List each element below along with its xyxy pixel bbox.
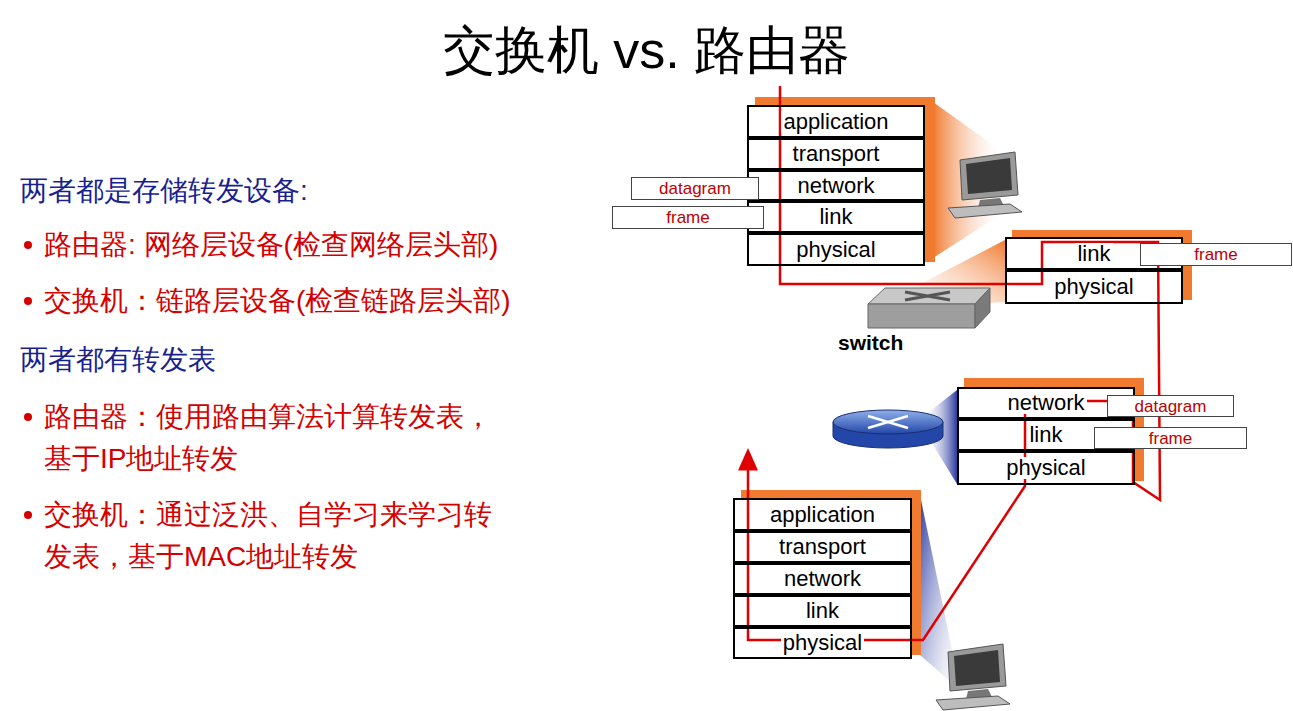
protocol-layer-box: transport bbox=[747, 138, 925, 170]
pdu-name: frame bbox=[1194, 246, 1237, 263]
data-path bbox=[748, 86, 1160, 640]
layer-name: application bbox=[768, 504, 877, 526]
layer-fill bbox=[747, 233, 925, 266]
layer-name: link bbox=[1075, 243, 1112, 265]
layer-fill bbox=[747, 201, 925, 233]
layer-fill bbox=[747, 138, 925, 170]
layer-name: physical bbox=[781, 632, 864, 654]
bullet-text: 交换机：通过泛洪、自学习来学习转 发表，基于MAC地址转发 bbox=[44, 494, 514, 578]
bullet-text: 交换机：链路层设备(检查链路层头部) bbox=[44, 280, 604, 322]
protocol-layer-box: physical bbox=[747, 233, 925, 266]
layer-name: physical bbox=[1004, 457, 1087, 479]
bullet-text: 路由器: 网络层设备(检查网络层头部) bbox=[44, 224, 604, 266]
layer-fill bbox=[957, 451, 1135, 485]
layer-name: link bbox=[1027, 424, 1064, 446]
protocol-layer-box: network bbox=[747, 170, 925, 201]
bullet-dot bbox=[24, 413, 32, 421]
layer-fill bbox=[733, 498, 912, 531]
layer-fill bbox=[747, 105, 925, 138]
layer-name: link bbox=[817, 206, 854, 228]
protocol-layer-box: physical bbox=[957, 451, 1135, 485]
slide-title: 交换机 vs. 路由器 bbox=[0, 18, 1293, 82]
layer-name: physical bbox=[794, 239, 877, 261]
layer-fill bbox=[733, 563, 912, 595]
protocol-layer-box: physical bbox=[1005, 270, 1183, 304]
layer-name: application bbox=[781, 111, 890, 133]
layer-fill bbox=[733, 531, 912, 563]
pdu-tag: datagram bbox=[1107, 395, 1234, 417]
layer-fill bbox=[747, 170, 925, 201]
layer-fill bbox=[733, 595, 912, 627]
heading-text: 两者都有转发表 bbox=[20, 339, 580, 381]
bullet-text: 路由器：使用路由算法计算转发表， 基于IP地址转发 bbox=[44, 396, 514, 480]
pdu-tag: frame bbox=[1140, 243, 1292, 266]
layer-name: network bbox=[782, 568, 863, 590]
protocol-layer-box: application bbox=[733, 498, 912, 531]
router-icon bbox=[833, 410, 943, 448]
pdu-tag: frame bbox=[612, 206, 764, 229]
pdu-name: datagram bbox=[1135, 398, 1207, 415]
protocol-layer-box: physical bbox=[733, 627, 912, 659]
layer-name: physical bbox=[1052, 276, 1135, 298]
pdu-tag: datagram bbox=[631, 177, 759, 200]
layer-name: link bbox=[804, 600, 841, 622]
protocol-layer-box: transport bbox=[733, 531, 912, 563]
protocol-layer-box: network bbox=[733, 563, 912, 595]
protocol-layer-box: link bbox=[733, 595, 912, 627]
pdu-tag: frame bbox=[1094, 427, 1247, 449]
heading-text: 两者都是存储转发设备: bbox=[20, 170, 580, 212]
pdu-name: frame bbox=[666, 209, 709, 226]
layer-name: network bbox=[1005, 392, 1086, 414]
computer-icon bbox=[948, 152, 1022, 218]
computer-icon bbox=[936, 644, 1010, 710]
switch-icon bbox=[868, 288, 990, 328]
layer-name: transport bbox=[791, 143, 882, 165]
protocol-layer-box: link bbox=[747, 201, 925, 233]
pdu-name: datagram bbox=[659, 180, 731, 197]
layer-fill bbox=[1005, 270, 1183, 304]
protocol-layer-box: application bbox=[747, 105, 925, 138]
pdu-name: frame bbox=[1149, 430, 1192, 447]
bullet-dot bbox=[24, 241, 32, 249]
bullet-dot bbox=[24, 297, 32, 305]
device-label: switch bbox=[838, 330, 928, 356]
layer-name: network bbox=[795, 175, 876, 197]
layer-name: transport bbox=[777, 536, 868, 558]
layer-fill bbox=[733, 627, 912, 659]
bullet-dot bbox=[24, 511, 32, 519]
